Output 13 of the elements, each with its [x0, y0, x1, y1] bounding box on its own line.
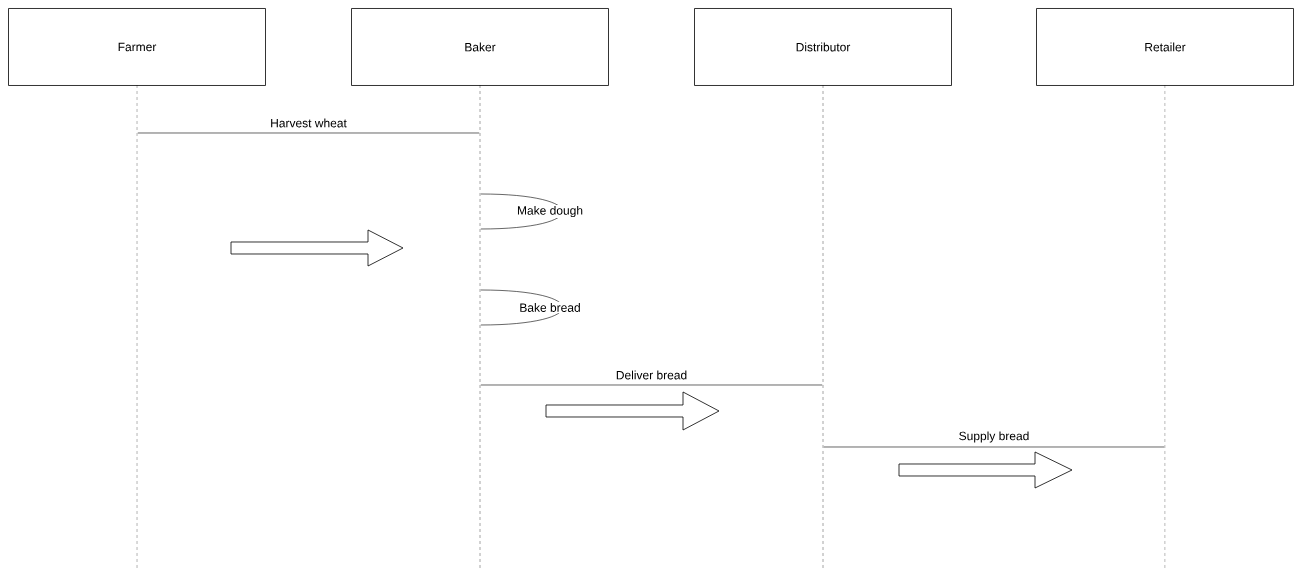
- message-line: [823, 446, 1165, 448]
- participant-box: Farmer: [8, 8, 266, 86]
- participant-box: Baker: [351, 8, 609, 86]
- message-line: [137, 132, 480, 134]
- message-line: [480, 384, 823, 386]
- participant-box: Retailer: [1036, 8, 1294, 86]
- edge-label: Make dough: [516, 204, 585, 219]
- edge-label: Harvest wheat: [269, 117, 348, 129]
- self-message-arc: [480, 289, 563, 326]
- edge-label: Bake bread: [518, 302, 582, 313]
- edge-label: Supply bread: [957, 430, 1031, 444]
- edge-label: Deliver bread: [614, 369, 689, 381]
- participant-box: Distributor: [694, 8, 952, 86]
